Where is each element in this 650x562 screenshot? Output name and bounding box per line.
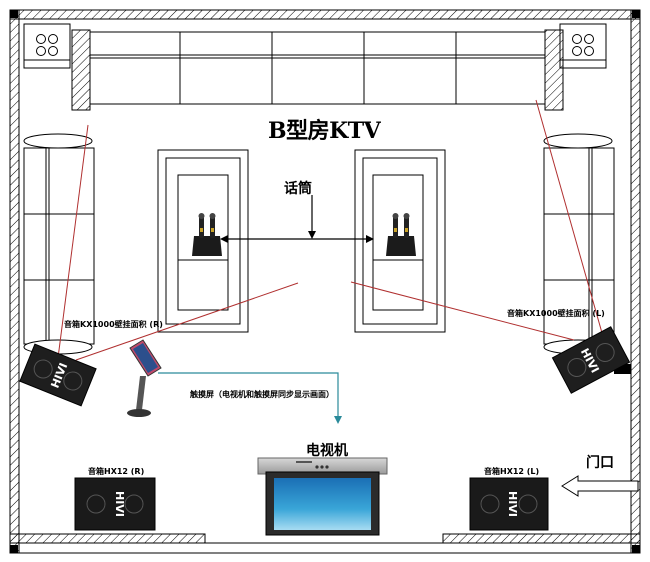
touchscreen-tv-link [158, 372, 342, 424]
room-walls [9, 9, 641, 554]
brand-mark: HIVI [113, 491, 126, 517]
floor-speaker-right: HIVI [74, 477, 156, 531]
coffee-table-right [354, 149, 446, 333]
door-label: 门口 [586, 455, 614, 471]
touchscreen-kiosk [127, 339, 162, 417]
wall-speaker-left: HIVI [551, 326, 631, 394]
mic-label: 话筒 [284, 181, 312, 197]
speaker-label-kx1000-right: 音箱KX1000壁挂面积 (R) [64, 320, 163, 329]
mic-arrows [220, 195, 374, 243]
tv-label: 电视机 [306, 443, 348, 459]
floor-speaker-left: HIVI [469, 477, 549, 531]
corner-table-left [23, 23, 71, 69]
speaker-label-hx12-left: 音箱HX12 (L) [484, 467, 540, 476]
sofa-top [71, 29, 564, 111]
speaker-sightlines [57, 99, 605, 361]
tv-set [257, 457, 388, 536]
touchscreen-label: 触摸屏（电视机和触摸屏同步显示画面） [190, 390, 334, 399]
brand-mark: HIVI [506, 491, 519, 517]
room-title: B型房KTV [268, 118, 381, 144]
corner-table-right [559, 23, 607, 69]
wall-speaker-right: HIVI [19, 343, 97, 407]
microphone-receiver-right [386, 213, 416, 256]
microphone-receiver-left [192, 213, 222, 256]
speaker-label-hx12-right: 音箱HX12 (R) [88, 467, 145, 476]
speaker-label-kx1000-left: 音箱KX1000壁挂面积 (L) [507, 309, 605, 318]
door-arrow [561, 475, 639, 497]
